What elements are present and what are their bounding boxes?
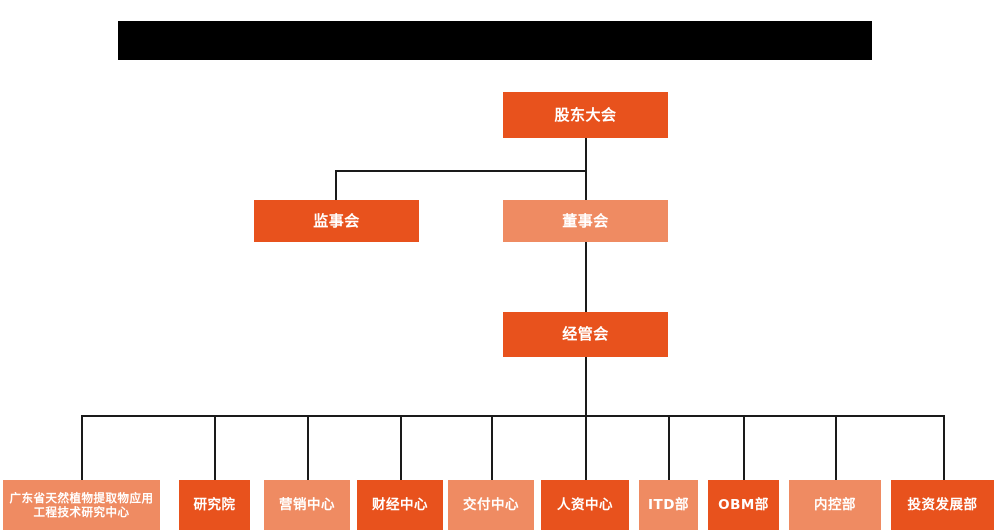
connector-shareholders-bus — [336, 170, 587, 172]
connector-drop-finance-center — [400, 415, 402, 481]
connector-drop-obm-dept — [743, 415, 745, 481]
org-node-obm-dept[interactable]: OBM部 — [708, 480, 779, 530]
connector-drop-investment-development-dept — [943, 415, 945, 481]
org-node-finance-center[interactable]: 财经中心 — [357, 480, 443, 530]
connector-level4-bus — [82, 415, 944, 417]
org-node-board[interactable]: 董事会 — [503, 200, 668, 242]
org-node-itd-dept[interactable]: ITD部 — [639, 480, 698, 530]
connector-management-stem — [585, 356, 587, 417]
org-node-investment-development-dept[interactable]: 投资发展部 — [891, 480, 994, 530]
connector-drop-hr-center — [585, 415, 587, 481]
connector-to-board — [585, 170, 587, 200]
connector-shareholders-stem — [585, 138, 587, 171]
connector-board-to-management — [585, 241, 587, 313]
org-node-hr-center[interactable]: 人资中心 — [541, 480, 629, 530]
org-node-management-committee[interactable]: 经管会 — [503, 312, 668, 357]
connector-drop-delivery-center — [491, 415, 493, 481]
org-node-marketing-center[interactable]: 营销中心 — [264, 480, 350, 530]
connector-drop-research-center-gd — [81, 415, 83, 481]
org-node-internal-control-dept[interactable]: 内控部 — [789, 480, 881, 530]
redacted-title-bar — [118, 21, 872, 60]
connector-to-supervisors — [335, 170, 337, 200]
connector-drop-itd-dept — [668, 415, 670, 481]
org-node-delivery-center[interactable]: 交付中心 — [448, 480, 534, 530]
org-node-research-center-gd[interactable]: 广东省天然植物提取物应用工程技术研究中心 — [3, 480, 160, 530]
org-node-supervisors[interactable]: 监事会 — [254, 200, 419, 242]
org-node-research-institute[interactable]: 研究院 — [179, 480, 250, 530]
org-node-shareholders[interactable]: 股东大会 — [503, 92, 668, 138]
connector-drop-marketing-center — [307, 415, 309, 481]
connector-drop-internal-control-dept — [835, 415, 837, 481]
connector-drop-research-institute — [214, 415, 216, 481]
